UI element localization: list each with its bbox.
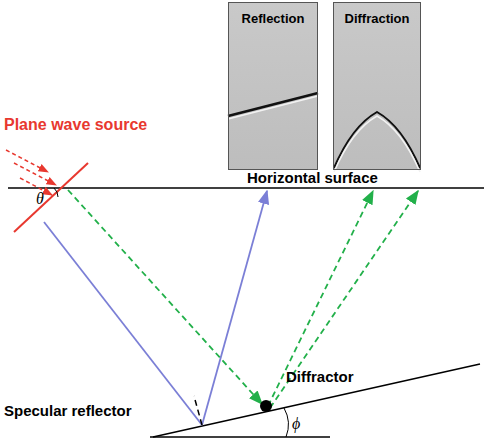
diffracted-ray — [68, 190, 262, 404]
annotation-label: Horizontal surface — [247, 169, 378, 186]
reflected-ray — [202, 191, 267, 425]
diffractor-point — [260, 400, 272, 412]
incident-arrow — [14, 163, 56, 185]
reflection-event — [228, 93, 318, 116]
diffracted-ray — [270, 191, 418, 408]
diffracted-ray — [268, 191, 373, 406]
diffraction-event — [334, 112, 420, 168]
diffraction-event — [334, 116, 420, 172]
horizontal-reference — [150, 436, 330, 438]
dipping-reflector — [153, 364, 480, 437]
inset-panel — [333, 2, 421, 170]
annotation-label: Diffractor — [286, 368, 354, 385]
incident-ray — [44, 222, 202, 425]
inset-panel: Diffraction — [333, 2, 421, 170]
inset-panel: Reflection — [228, 2, 318, 170]
panel-title: Diffraction — [334, 11, 420, 26]
wavefront-line — [14, 163, 88, 232]
normal-line — [194, 396, 202, 425]
inset-panel — [228, 2, 318, 170]
surface-line — [8, 187, 484, 189]
angle-arc — [54, 188, 58, 197]
annotation-label: Plane wave source — [4, 116, 147, 134]
angle-label: θ — [36, 190, 44, 208]
angle-label: ϕ — [292, 415, 300, 433]
panel-title: Reflection — [229, 11, 317, 26]
annotation-label: Specular reflector — [4, 402, 132, 419]
incident-arrow — [6, 150, 48, 172]
angle-arc — [284, 408, 288, 437]
reflection-event — [228, 96, 318, 119]
